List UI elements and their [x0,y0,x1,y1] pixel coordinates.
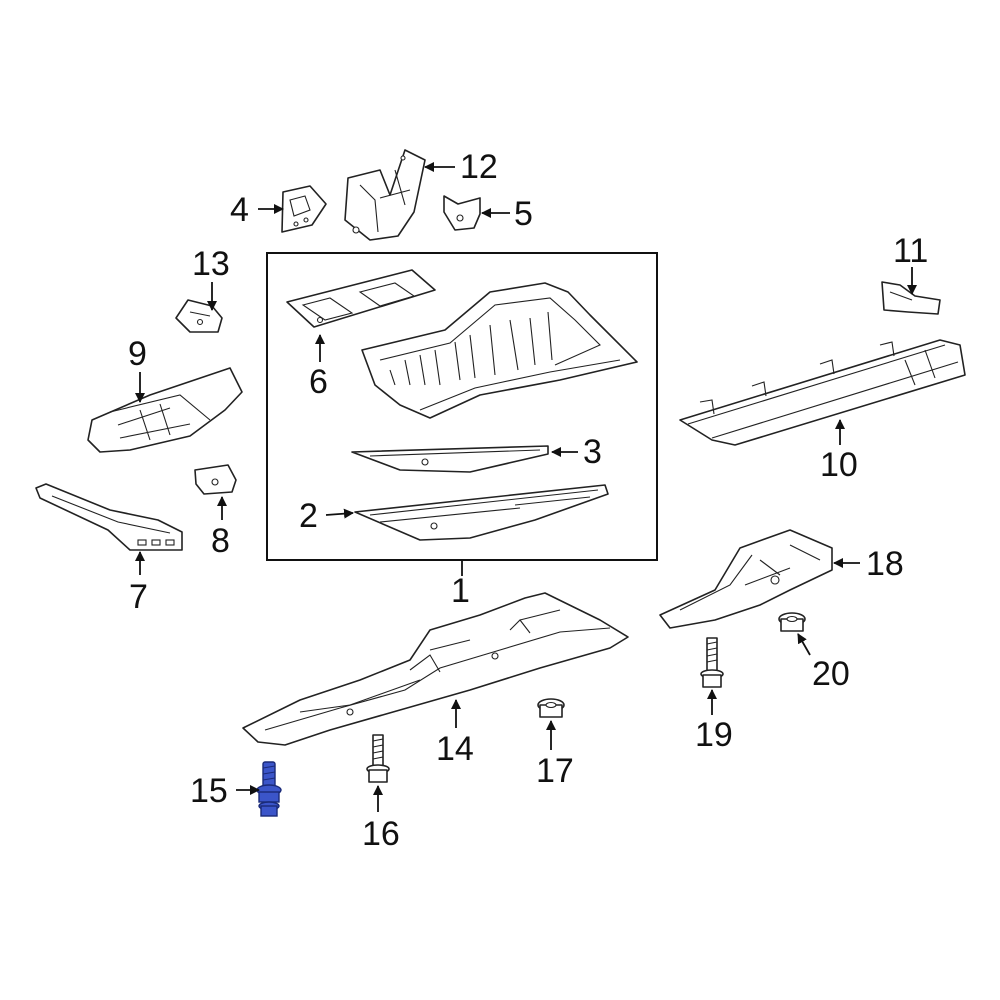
callout-5: 5 [514,195,533,233]
part-8-block[interactable] [194,464,237,495]
callout-4: 4 [230,191,249,229]
part-9-reinforcement[interactable] [87,367,243,453]
callout-12: 12 [460,148,498,186]
part-7-side-rail[interactable] [35,483,183,551]
callout-1: 1 [451,572,470,610]
part-4-bracket[interactable] [281,185,327,233]
part-11-bracket[interactable] [881,281,941,315]
part-16-bolt[interactable] [366,734,390,783]
part-5-bracket[interactable] [443,195,481,231]
assembly-frame [266,252,658,561]
callout-16: 16 [362,815,400,853]
part-15-bolt-highlighted[interactable] [256,761,282,817]
callout-20: 20 [812,655,850,693]
callout-6: 6 [309,363,328,401]
callout-11: 11 [893,232,928,270]
part-19-bolt[interactable] [700,637,724,688]
callout-19: 19 [695,716,733,754]
part-20-nut[interactable] [778,612,806,632]
part-floor-pan[interactable] [361,282,638,419]
part-2-crossmember[interactable] [354,484,609,541]
part-10-rocker[interactable] [679,339,966,446]
callout-10: 10 [820,446,858,484]
callout-8: 8 [211,522,230,560]
part-17-nut[interactable] [537,698,565,718]
callout-3: 3 [583,433,602,471]
part-6-cover-plate[interactable] [286,269,436,328]
leader-20 [797,633,811,656]
callout-14: 14 [436,730,474,768]
callout-18: 18 [866,545,904,583]
callout-7: 7 [129,578,148,616]
part-13-bracket[interactable] [175,299,223,333]
leader-2 [325,508,354,519]
part-12-bracket[interactable] [344,149,426,241]
callout-17: 17 [536,752,574,790]
callout-9: 9 [128,335,147,373]
part-14-underbody-panel[interactable] [242,592,629,746]
callout-15: 15 [190,772,228,810]
callout-2: 2 [299,497,318,535]
callout-13: 13 [192,245,230,283]
part-3-floor-rail[interactable] [351,445,549,473]
part-18-bracket[interactable] [659,529,833,629]
